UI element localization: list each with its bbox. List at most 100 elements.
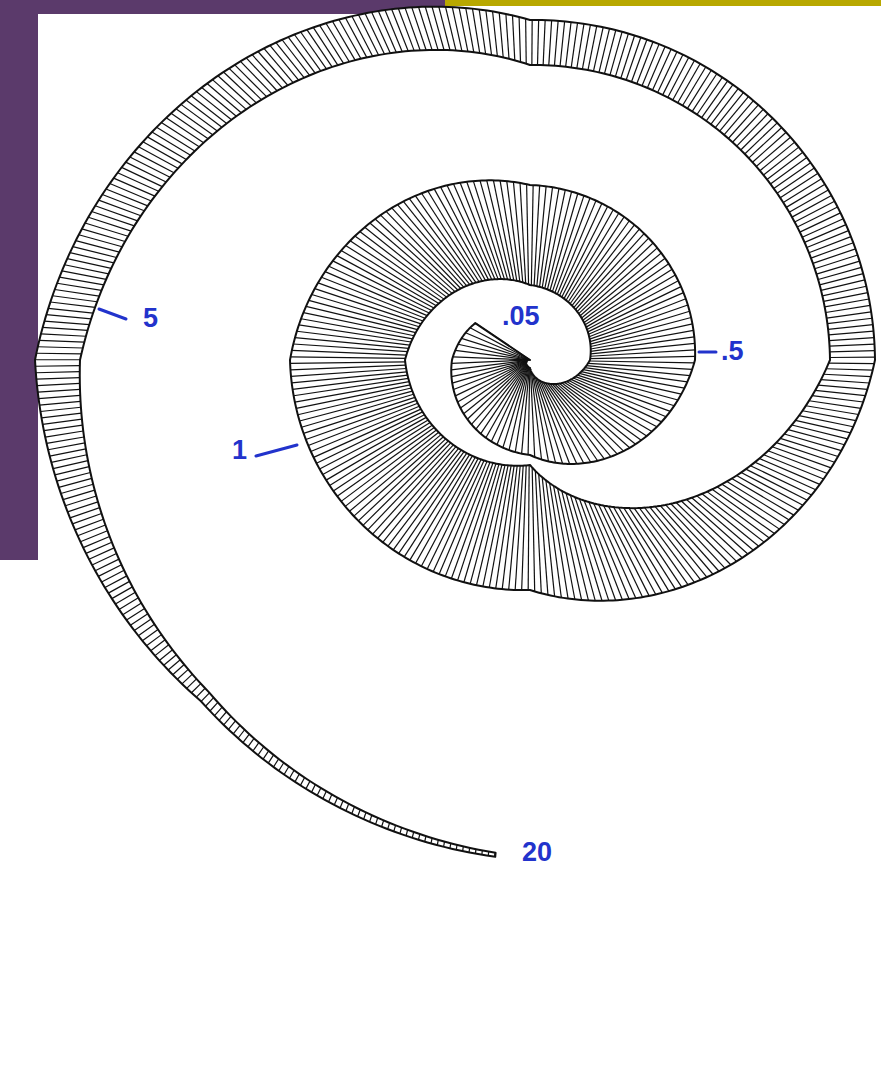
radial-stroke <box>44 425 83 431</box>
radial-stroke <box>279 763 284 771</box>
radial-stroke <box>582 25 590 69</box>
radial-stroke <box>789 190 828 212</box>
radial-stroke <box>36 353 81 355</box>
radial-stroke <box>388 450 461 546</box>
radial-stroke <box>181 104 217 131</box>
radial-stroke <box>697 77 722 114</box>
radial-stroke <box>303 313 414 336</box>
radial-stroke <box>816 261 859 274</box>
radial-stroke <box>35 359 80 360</box>
radial-stroke <box>223 72 256 103</box>
radial-stroke <box>293 344 407 352</box>
radial-stroke <box>248 738 254 746</box>
radial-stroke <box>326 420 428 480</box>
radial-stroke <box>233 725 240 734</box>
radial-stroke <box>759 459 819 485</box>
radial-stroke <box>777 168 814 193</box>
radial-stroke <box>86 542 112 553</box>
radial-stroke <box>59 277 103 285</box>
radial-stroke <box>818 385 867 389</box>
radial-stroke <box>550 483 568 598</box>
radial-stroke <box>528 368 530 455</box>
radial-stroke <box>486 10 492 55</box>
radial-stroke <box>571 23 577 68</box>
radial-stroke <box>202 88 237 117</box>
radial-stroke <box>432 7 444 50</box>
radial-stroke <box>813 249 856 264</box>
radial-stroke <box>45 431 83 437</box>
radial-stroke <box>821 280 865 290</box>
radial-stroke <box>320 415 425 469</box>
radial-stroke <box>489 466 511 588</box>
radial-stroke <box>799 416 853 427</box>
radial-stroke <box>830 357 875 359</box>
radial-stroke <box>752 132 786 162</box>
radial-stroke <box>82 229 125 242</box>
radial-stroke <box>328 795 331 802</box>
radial-stroke <box>449 843 451 848</box>
radial-stroke <box>39 401 80 405</box>
radial-stroke <box>157 127 195 151</box>
radial-stroke <box>575 497 609 600</box>
radial-stroke <box>615 34 628 77</box>
radial-stroke <box>829 331 874 335</box>
radial-stroke <box>291 357 406 358</box>
radial-stroke <box>318 283 423 321</box>
radial-stroke <box>48 308 93 313</box>
radial-stroke <box>532 467 535 591</box>
radial-stroke <box>576 234 645 310</box>
radial-stroke <box>472 9 479 53</box>
radial-stroke <box>571 379 661 422</box>
radial-stroke <box>80 531 107 542</box>
radial-stroke <box>579 499 615 600</box>
radial-stroke <box>745 123 777 154</box>
radial-stroke <box>681 501 742 558</box>
radial-stroke <box>431 838 432 843</box>
radial-stroke <box>707 492 769 538</box>
radial-stroke <box>295 774 299 782</box>
radial-stroke <box>706 85 733 121</box>
radial-stroke <box>493 11 498 56</box>
radial-stroke <box>55 289 100 296</box>
radial-stroke <box>590 350 695 356</box>
radial-stroke <box>300 778 304 786</box>
radial-stroke <box>95 206 137 221</box>
radial-stroke <box>39 395 81 398</box>
radial-stroke <box>92 211 135 225</box>
radial-stroke <box>586 366 689 376</box>
radial-stroke <box>298 388 411 415</box>
radial-stroke <box>590 356 695 358</box>
radial-stroke <box>39 340 84 342</box>
radial-stroke <box>166 118 203 143</box>
radial-stroke <box>692 74 717 112</box>
radial-stroke <box>312 785 316 793</box>
radial-stroke <box>569 380 657 426</box>
radial-stroke <box>566 22 571 67</box>
radial-stroke <box>323 791 327 798</box>
radial-stroke <box>772 447 831 468</box>
radial-stroke <box>378 447 456 539</box>
radial-stroke <box>47 437 84 443</box>
radial-stroke <box>62 271 106 279</box>
radial-stroke <box>40 407 80 411</box>
radial-stroke <box>50 302 95 307</box>
radial-stroke <box>768 451 827 474</box>
radial-stroke <box>41 334 86 336</box>
radial-stroke <box>235 65 267 97</box>
header-bar <box>0 0 38 560</box>
radial-stroke <box>373 445 454 534</box>
radial-stroke <box>89 548 114 559</box>
radial-stroke <box>631 40 646 82</box>
radial-stroke <box>774 163 811 189</box>
radial-stroke <box>815 390 865 395</box>
radial-stroke <box>557 201 596 295</box>
radial-stroke <box>559 384 635 445</box>
radial-stroke <box>821 380 869 383</box>
radial-stroke <box>786 184 825 207</box>
radial-stroke <box>115 592 135 604</box>
radial-stroke <box>218 76 251 106</box>
radial-stroke <box>173 665 184 675</box>
radial-stroke <box>112 587 133 599</box>
radial-stroke <box>812 396 863 402</box>
radial-stroke <box>554 21 558 66</box>
